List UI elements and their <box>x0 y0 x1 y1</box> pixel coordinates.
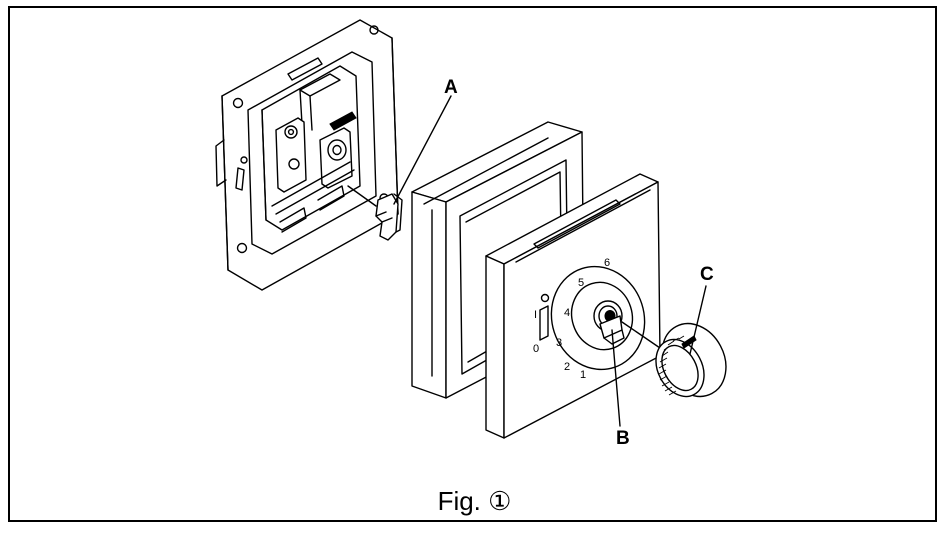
callout-b: B <box>611 329 630 449</box>
dial-mark-2: 2 <box>564 361 570 373</box>
spindle-part-b <box>593 300 661 349</box>
callout-a: A <box>393 77 458 205</box>
dial-mark-4: 4 <box>564 307 570 319</box>
dial-mark-5: 5 <box>578 277 584 289</box>
control-knob-part-c <box>655 322 727 398</box>
dial-mark-3: 3 <box>556 337 562 349</box>
svg-text:B: B <box>616 428 630 449</box>
dial-mark-6: 6 <box>604 257 610 269</box>
control-dial-face <box>539 265 646 371</box>
switch-mark-off: 0 <box>533 343 539 355</box>
switch-insert-mechanism <box>261 65 377 233</box>
figure-caption: Fig. ① <box>437 486 512 516</box>
cover-plate <box>485 173 661 439</box>
svg-text:A: A <box>444 77 458 98</box>
rocker-coupling-part-a <box>375 193 403 241</box>
dial-mark-1: 1 <box>580 369 586 381</box>
callout-c: C <box>689 264 714 355</box>
switch-mark-on: I <box>534 309 537 321</box>
svg-text:C: C <box>700 264 714 285</box>
